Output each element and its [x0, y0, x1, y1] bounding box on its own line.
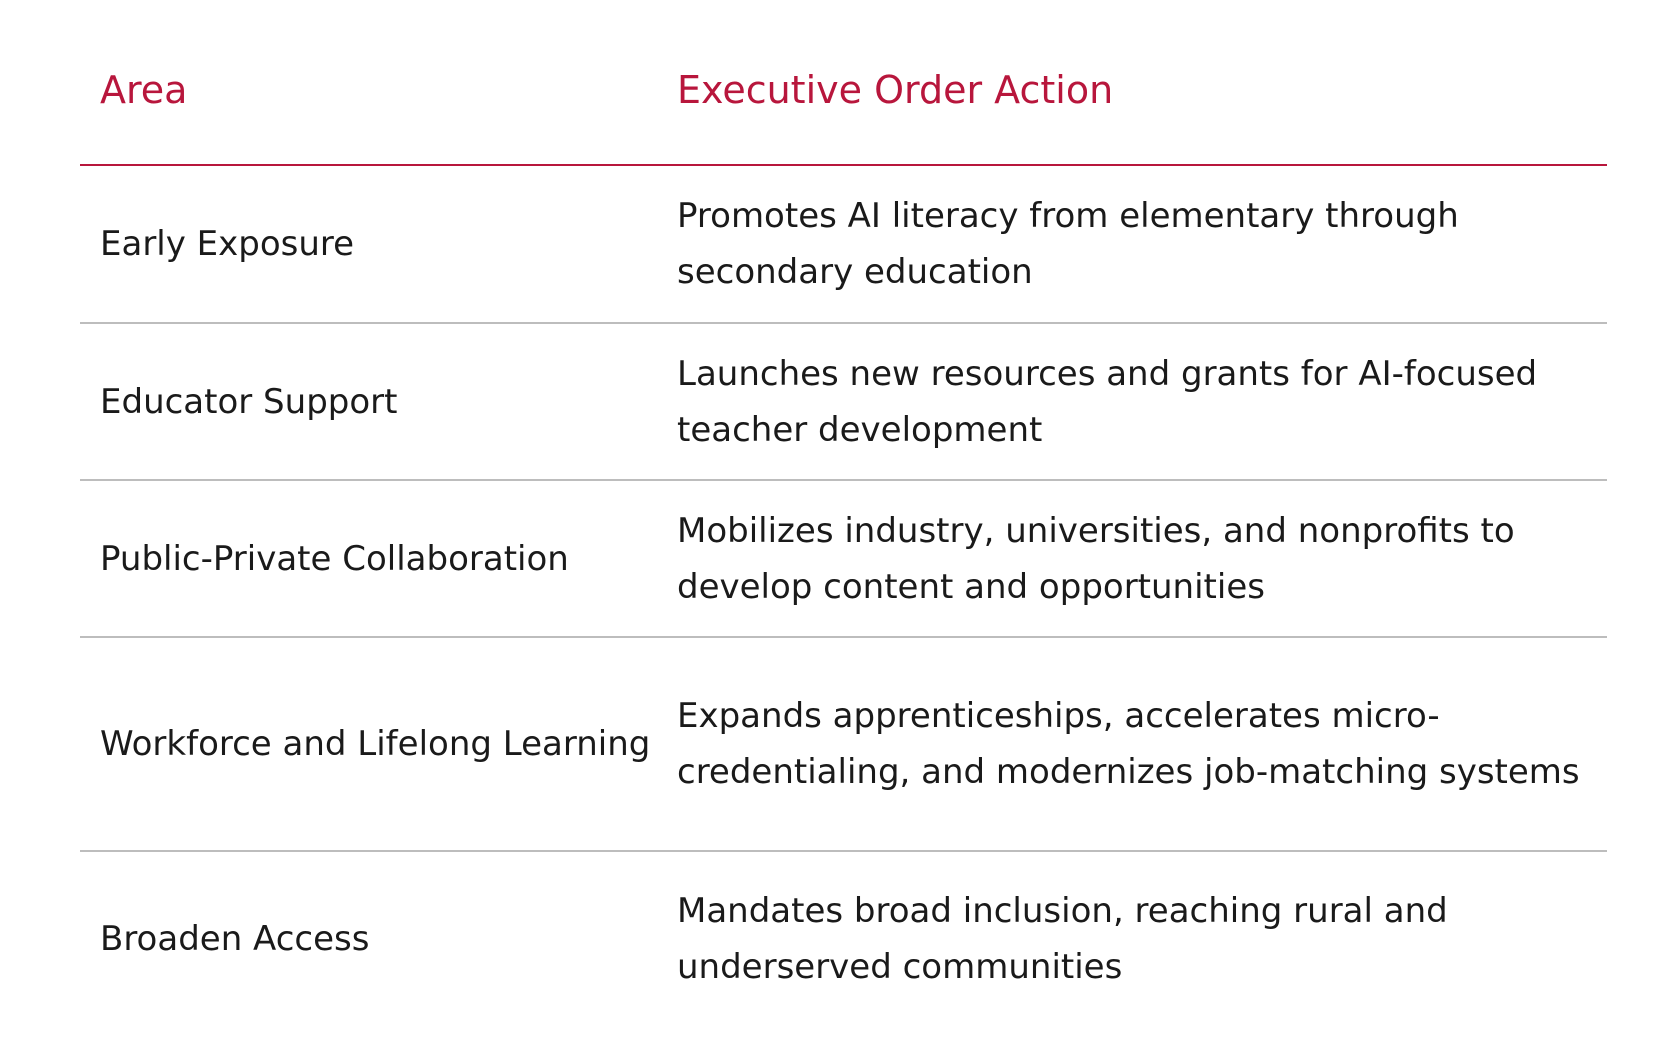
area-cell: Workforce and Lifelong Learning — [100, 724, 651, 764]
area-cell: Educator Support — [100, 381, 398, 422]
action-cell: Expands apprenticeships, accelerates mic… — [677, 696, 1580, 792]
header-area: Area — [100, 68, 188, 112]
area-cell: Public-Private Collaboration — [100, 538, 569, 579]
action-cell: Mobilizes industry, universities, and no… — [677, 510, 1515, 607]
action-cell: Promotes AI literacy from elementary thr… — [677, 196, 1459, 292]
table-row: Educator Support Launches new resources … — [80, 324, 1607, 481]
area-cell: Early Exposure — [100, 224, 355, 264]
table-row: Early Exposure Promotes AI literacy from… — [80, 166, 1607, 324]
executive-order-table: Area Executive Order Action Early Exposu… — [80, 0, 1607, 1026]
area-cell: Broaden Access — [100, 919, 370, 959]
table-row: Public-Private Collaboration Mobilizes i… — [80, 481, 1607, 638]
table-row: Broaden Access Mandates broad inclusion,… — [80, 852, 1607, 1026]
table-header-row: Area Executive Order Action — [80, 0, 1607, 166]
header-action: Executive Order Action — [677, 68, 1114, 112]
table-row: Workforce and Lifelong Learning Expands … — [80, 638, 1607, 852]
action-cell: Launches new resources and grants for AI… — [677, 353, 1538, 450]
action-cell: Mandates broad inclusion, reaching rural… — [677, 891, 1448, 987]
